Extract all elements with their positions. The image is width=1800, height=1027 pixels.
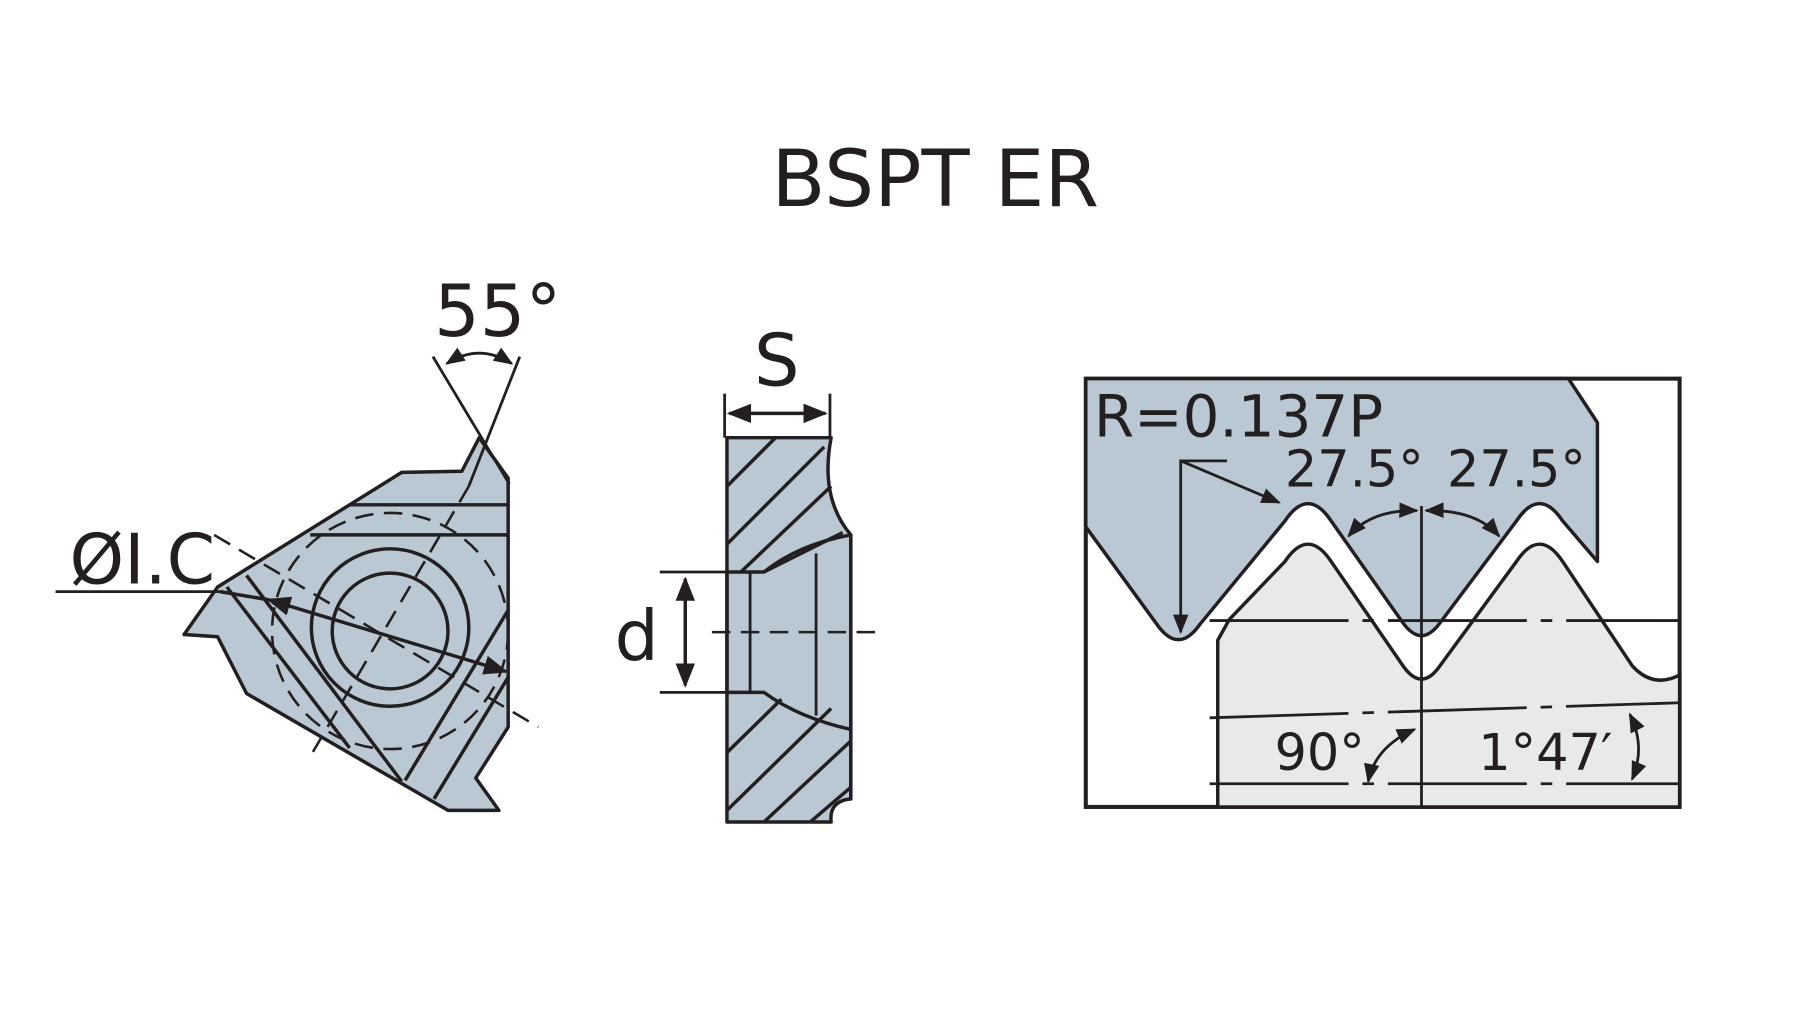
flank-left-label: 27.5° — [1285, 440, 1424, 499]
insert-side-view: d S — [615, 319, 886, 824]
diagram-title: BSPT ER — [772, 133, 1100, 225]
angle-arc-arrow — [445, 347, 514, 365]
tool-profile — [1084, 376, 1600, 642]
thickness-label: S — [754, 319, 800, 403]
radius-label: R=0.137P — [1094, 383, 1383, 451]
ic-label: ØI.C — [69, 521, 215, 601]
thread-profile: R=0.137P 27.5° 27.5° 90° 1°47′ — [1083, 376, 1682, 809]
angle-label: 55° — [434, 269, 561, 353]
workpiece-profile — [1216, 542, 1682, 809]
side-outline — [725, 435, 853, 824]
right-angle-label: 90° — [1274, 724, 1364, 783]
ic-dimension-arrow — [266, 596, 509, 675]
flank-right-label: 27.5° — [1447, 440, 1586, 499]
insert-top-view: ØI.C 55° — [55, 269, 561, 813]
taper-label: 1°47′ — [1478, 724, 1612, 783]
hole-label: d — [615, 597, 659, 677]
